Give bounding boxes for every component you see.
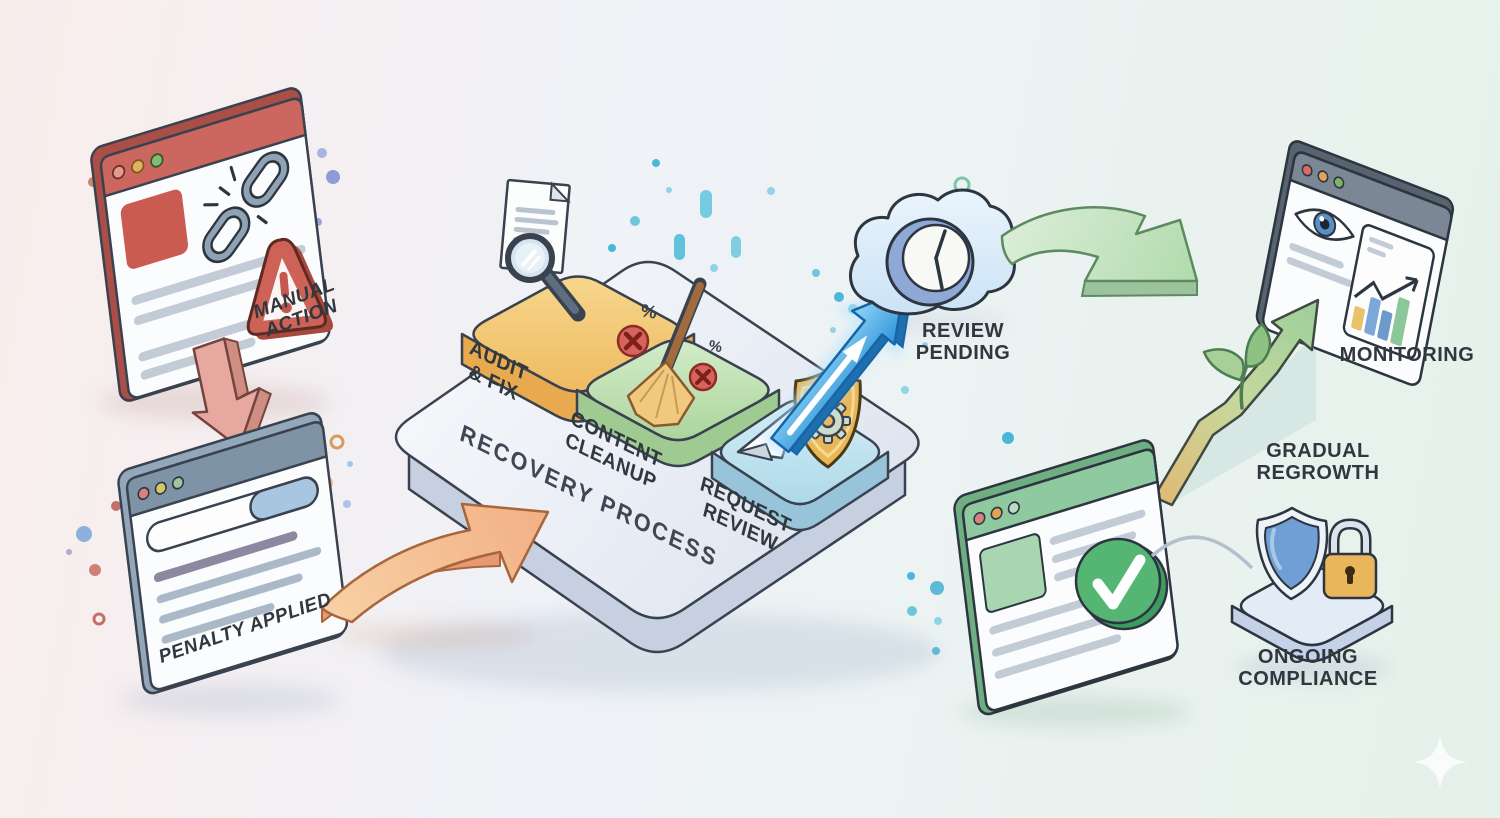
window-dot — [154, 481, 167, 495]
window-dot — [1301, 164, 1313, 177]
eye-icon — [1294, 208, 1355, 241]
padlock-icon — [1322, 518, 1378, 600]
magnifier-icon — [505, 233, 586, 322]
blue-glossy-arrow-icon — [760, 277, 914, 464]
window-dot — [150, 153, 164, 168]
sprout-icon — [1202, 322, 1272, 410]
window-dot — [1317, 170, 1329, 183]
green-curved-arrow-icon — [1000, 206, 1199, 298]
window-dot — [1007, 501, 1020, 515]
sparkle-icon — [1412, 734, 1468, 790]
window-dot — [111, 164, 126, 180]
orange-curved-arrow-icon — [320, 502, 550, 624]
compliance-connector-line — [1150, 535, 1254, 570]
penalty-applied-window — [117, 411, 349, 695]
broom-icon — [626, 277, 707, 428]
x-badge-icon — [616, 324, 650, 358]
window-dot — [171, 476, 185, 490]
broken-link-icon — [202, 151, 290, 264]
percent-badge: % — [639, 300, 658, 322]
clock-icon — [885, 217, 975, 307]
window-dot — [973, 511, 986, 526]
growth-arrow-icon — [1152, 298, 1320, 507]
window-dot — [990, 506, 1003, 520]
content-cleanup-block — [575, 338, 781, 468]
window-dot — [1333, 176, 1345, 189]
window-dot — [131, 159, 145, 174]
check-circle-icon — [1074, 537, 1169, 631]
x-badge-icon — [688, 362, 718, 392]
bar-chart-icon — [1342, 223, 1435, 360]
warning-triangle-icon — [246, 237, 333, 340]
percent-badge: % — [707, 337, 723, 356]
window-dot — [137, 486, 150, 501]
shield-icon — [1255, 506, 1329, 601]
